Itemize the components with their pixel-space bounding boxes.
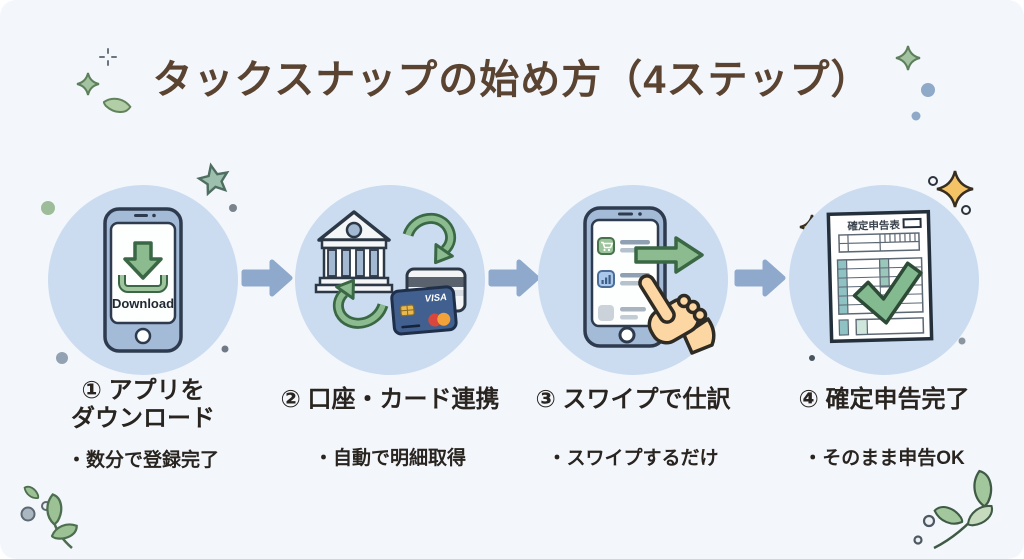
pointing-hand-icon (638, 274, 716, 355)
dot (911, 111, 921, 121)
dot (20, 506, 36, 522)
step2-heading: ② 口座・カード連携 (247, 386, 533, 414)
step3-note: ・スワイプするだけ (547, 448, 719, 469)
step3-heading: ③ スワイプで仕訳 (490, 386, 776, 414)
list-row-blank (598, 305, 646, 321)
tax-form-check-icon: 確定申告表 (826, 209, 934, 344)
checkmark-icon (852, 261, 923, 325)
phone-swipe-icon (583, 206, 716, 355)
step1-heading: ① アプリを ダウンロード (0, 377, 286, 433)
dot (229, 204, 237, 212)
step1-heading-line2: ダウンロード (71, 405, 215, 432)
leaf-icon (966, 469, 999, 509)
ring-dot (913, 535, 923, 545)
swipe-arrow-icon (634, 236, 704, 274)
flow-arrow-icon (734, 259, 786, 297)
step2-note: ・自動で明細取得 (313, 448, 466, 469)
dot (41, 201, 55, 215)
step1-heading-line1: ① アプリを (81, 377, 205, 404)
document-title: 確定申告表 (847, 218, 900, 232)
dot (221, 345, 229, 353)
phone-download-icon: Download (103, 207, 183, 353)
step3-circle (538, 185, 728, 375)
credit-cards-icon: VISA (390, 267, 467, 336)
step1-circle: Download (48, 185, 238, 375)
card-brand-label: VISA (424, 292, 447, 305)
ring-dot (922, 514, 936, 528)
download-arrow-icon (123, 241, 163, 280)
step4-heading-line1: ④ 確定申告完了 (798, 386, 970, 413)
leaf-icon (964, 504, 996, 528)
step4-note: ・そのまま申告OK (803, 448, 965, 469)
leaf-icon (932, 499, 965, 533)
step2-circle: VISA (295, 185, 485, 375)
home-button (618, 326, 636, 344)
step2-heading-line1: ② 口座・カード連携 (280, 386, 500, 413)
notch (134, 214, 148, 217)
dot (56, 352, 68, 364)
bank-card-sync-icon: VISA (314, 210, 467, 336)
dot (921, 83, 935, 97)
sync-arrows-icon (332, 212, 457, 329)
home-button (134, 327, 152, 345)
ring-dot (928, 176, 938, 186)
ring-dot (961, 205, 971, 215)
step3-heading-line1: ③ スワイプで仕訳 (535, 386, 731, 413)
leaf-icon (23, 482, 41, 503)
step4-heading: ④ 確定申告完了 (741, 386, 1024, 414)
dot (958, 337, 966, 345)
dot (809, 355, 815, 361)
list-row-chart (597, 270, 650, 288)
step4-circle: 確定申告表 (789, 185, 979, 375)
flow-arrow-icon (241, 259, 293, 297)
flow-arrow-icon (488, 259, 540, 297)
page-title: タックスナップの始め方（4ステップ） (152, 58, 872, 102)
crosshair-sparkle-icon (99, 48, 117, 66)
step1-note: ・数分で登録完了 (66, 450, 219, 471)
phone-download-label: Download (112, 296, 174, 311)
